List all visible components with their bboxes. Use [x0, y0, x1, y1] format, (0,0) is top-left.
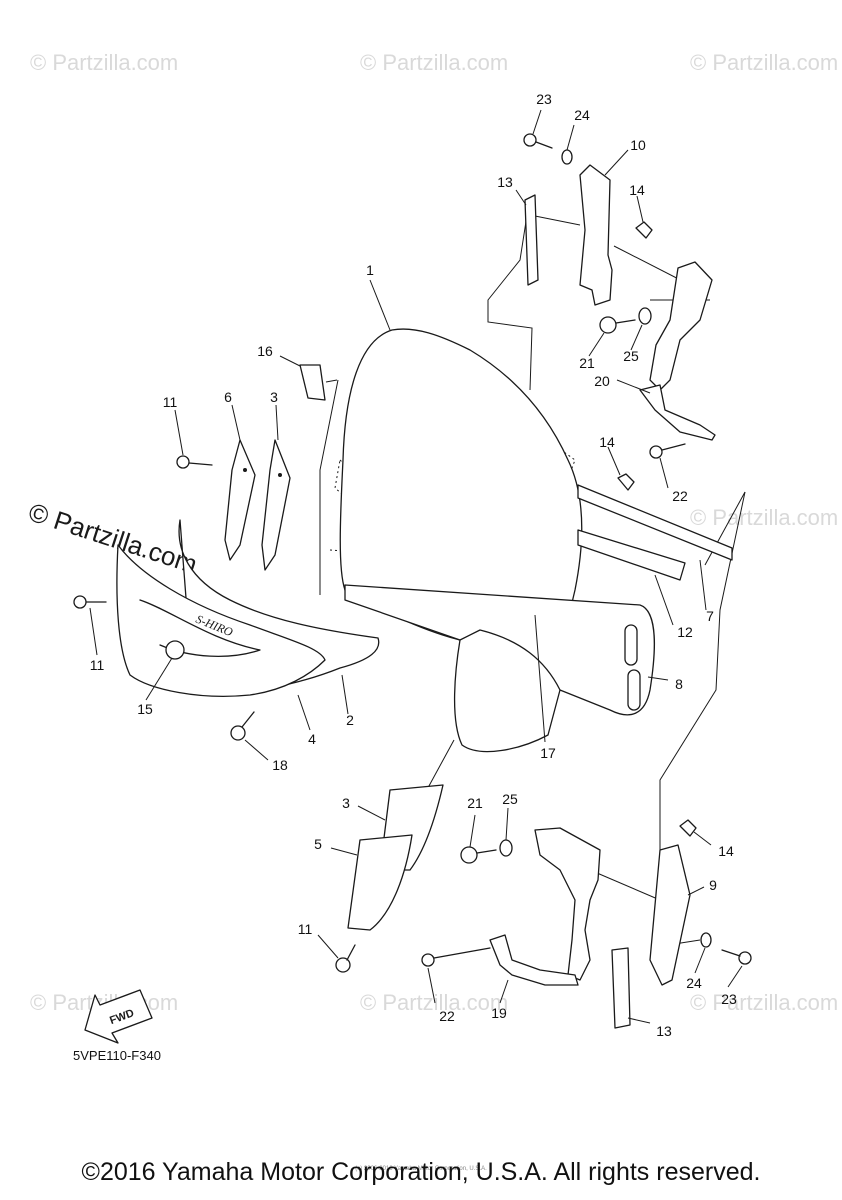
callout-label: 14 — [599, 434, 615, 450]
callout-label: 23 — [721, 991, 737, 1007]
callout-label: 11 — [298, 921, 313, 937]
callout-label: 3 — [270, 389, 278, 405]
callout-label: 24 — [574, 107, 590, 123]
callout-label: 14 — [718, 843, 734, 859]
callout-label: 23 — [536, 91, 552, 107]
callout-label: 3 — [342, 795, 350, 811]
small-copyright: (c) 2006-2016 Yamaha Motor Corporation, … — [355, 1166, 487, 1172]
watermark: © Partzilla.com — [690, 50, 838, 75]
callout-label: 24 — [686, 975, 702, 991]
watermark: © Partzilla.com — [690, 990, 838, 1015]
callout-label: 22 — [439, 1008, 455, 1024]
callout-label: 9 — [709, 877, 717, 893]
callout-label: 2 — [346, 712, 354, 728]
watermark: © Partzilla.com — [690, 505, 838, 530]
fasteners — [73, 133, 752, 973]
copyright-footer: ©2016 Yamaha Motor Corporation, U.S.A. A… — [81, 1158, 761, 1186]
sticker — [299, 364, 338, 401]
callout-label: 8 — [675, 676, 683, 692]
callout-label: 21 — [579, 355, 595, 371]
callout-label: 22 — [672, 488, 688, 504]
drawing-code: 5VPE110-F340 — [73, 1048, 161, 1063]
callout-label: 20 — [594, 373, 610, 389]
callout-label: 25 — [623, 348, 639, 364]
callout-label: 5 — [314, 836, 322, 852]
fwd-arrow-icon: FWD — [84, 989, 153, 1044]
callout-label: 14 — [629, 182, 645, 198]
callout-label: 11 — [90, 657, 105, 673]
callout-numbers: 1 16 6 3 11 11 15 4 2 18 17 8 12 7 20 22… — [90, 91, 737, 1039]
callout-label: 17 — [540, 745, 556, 761]
lower-cowl: S-HIRO — [116, 519, 380, 697]
callout-label: 25 — [502, 791, 518, 807]
callout-label: 12 — [677, 624, 693, 640]
callout-label: 16 — [257, 343, 273, 359]
watermark-overlay: © Partzilla.com — [25, 497, 201, 580]
callout-label: 19 — [491, 1005, 507, 1021]
callout-label: 13 — [656, 1023, 672, 1039]
lower-bracket-assembly — [489, 827, 691, 1029]
callout-label: 4 — [308, 731, 316, 747]
callout-label: 7 — [706, 608, 714, 624]
upper-bracket-assembly — [524, 164, 716, 441]
callout-label: 1 — [366, 262, 374, 278]
callout-label: 18 — [272, 757, 288, 773]
upper-side-plates — [224, 439, 291, 571]
callout-leaders — [89, 109, 743, 1024]
watermark: © Partzilla.com — [360, 50, 508, 75]
callout-label: 15 — [137, 701, 153, 717]
watermark: © Partzilla.com — [30, 50, 178, 75]
callout-label: 6 — [224, 389, 232, 405]
lower-side-plates — [347, 784, 444, 931]
trim-strips — [577, 484, 733, 581]
callout-label: 21 — [467, 795, 483, 811]
side-plate — [344, 584, 655, 716]
callout-label: 10 — [630, 137, 646, 153]
watermark: © Partzilla.com — [360, 990, 508, 1015]
callout-label: 11 — [163, 394, 178, 410]
callout-label: 13 — [497, 174, 513, 190]
windshield — [339, 328, 583, 753]
